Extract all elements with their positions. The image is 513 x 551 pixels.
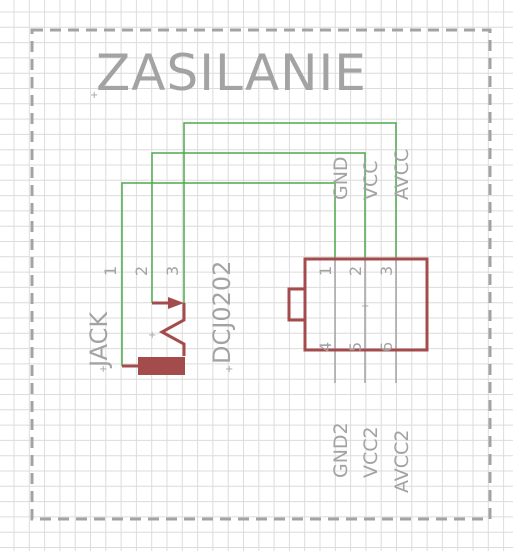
header-pin-number: 2 (346, 266, 365, 276)
header-pin-number: 6 (377, 342, 396, 352)
jack-origin-mark: + (148, 330, 156, 341)
signal-label-vcc: VCC (360, 160, 382, 200)
header-signal-labels: GND VCC AVCC GND2 VCC2 AVCC2 (330, 149, 413, 493)
header-pin-number: 1 (316, 266, 335, 276)
jack-pin-number: 2 (132, 266, 151, 276)
frame-title: ZASILANIE (96, 44, 367, 102)
signal-label-gnd2: GND2 (330, 422, 352, 478)
jack-body (138, 357, 185, 375)
header-pins (334, 258, 397, 383)
header-pin-numbers: 1 2 3 4 5 6 (316, 266, 396, 352)
wire-pin1-gnd[interactable] (121, 182, 336, 366)
wires[interactable] (121, 122, 397, 366)
jack-name-origin: + (99, 364, 107, 375)
header-pin-number: 5 (346, 342, 365, 352)
jack-value: DCJ0202 (208, 261, 236, 364)
jack-pin2-arrow (168, 297, 184, 309)
jack-pin-numbers: 1 2 3 (101, 266, 182, 276)
header-key-notch (287, 287, 305, 322)
wire-pin3-avcc[interactable] (183, 122, 397, 303)
header-pin-number: 4 (316, 342, 335, 352)
signal-label-gnd: GND (330, 156, 352, 200)
frame-origin-mark: + (90, 90, 98, 101)
header-connector[interactable]: + (287, 257, 429, 383)
jack-pin3-contact (158, 303, 186, 356)
jack-pin-number: 1 (101, 266, 120, 276)
jack-pin-number: 3 (163, 266, 182, 276)
jack-symbol[interactable]: + (122, 297, 186, 375)
signal-label-avcc: AVCC (391, 149, 413, 200)
header-pin-number: 3 (377, 266, 396, 276)
sheet-frame (30, 28, 492, 521)
jack-value-origin: + (225, 364, 233, 375)
signal-label-avcc2: AVCC2 (391, 430, 413, 493)
signal-label-vcc2: VCC2 (360, 426, 382, 478)
header-origin-mark: + (361, 301, 369, 312)
jack-name: JACK (85, 311, 113, 369)
wire-pin2-vcc[interactable] (151, 152, 366, 303)
header-body (303, 257, 429, 352)
